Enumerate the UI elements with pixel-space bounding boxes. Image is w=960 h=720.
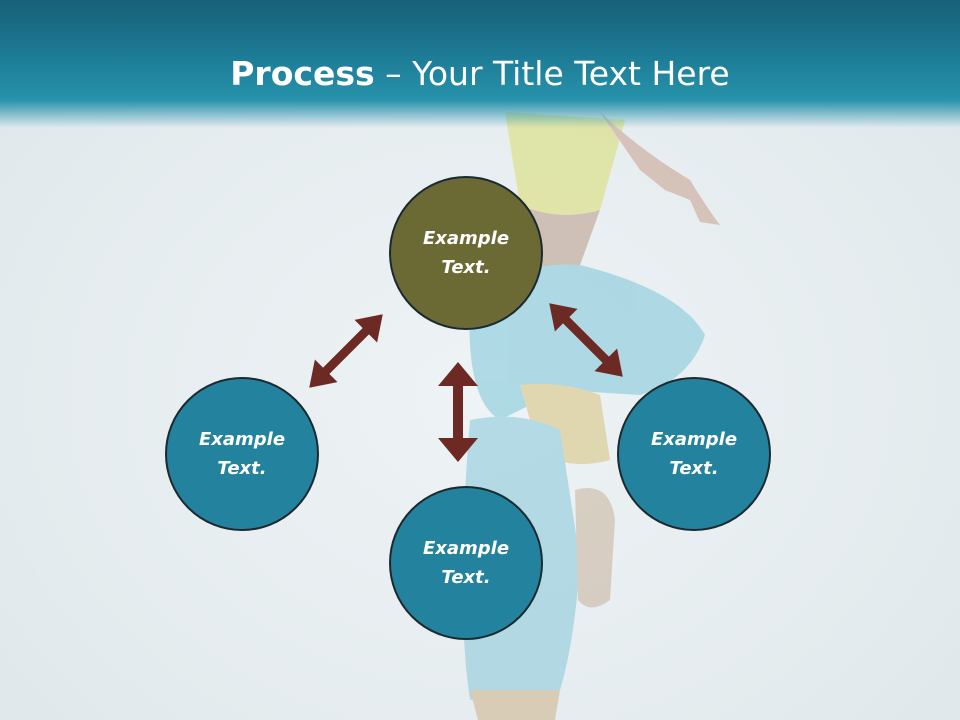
title-bold: Process bbox=[230, 54, 375, 93]
double-arrow-right bbox=[549, 303, 623, 377]
title-bar bbox=[0, 0, 960, 128]
node-top: Example Text. bbox=[389, 176, 543, 330]
node-bottom-text: Example Text. bbox=[422, 538, 510, 588]
node-right: Example Text. bbox=[617, 377, 771, 531]
node-right-text: Example Text. bbox=[650, 429, 738, 479]
node-top-text: Example Text. bbox=[422, 228, 510, 278]
double-arrow-left bbox=[309, 314, 383, 388]
slide-title: Process – Your Title Text Here bbox=[0, 52, 960, 96]
node-bottom: Example Text. bbox=[389, 486, 543, 640]
node-left-text: Example Text. bbox=[198, 429, 286, 479]
title-rest: – Your Title Text Here bbox=[374, 54, 730, 93]
double-arrow-vertical bbox=[438, 362, 478, 462]
node-left: Example Text. bbox=[165, 377, 319, 531]
